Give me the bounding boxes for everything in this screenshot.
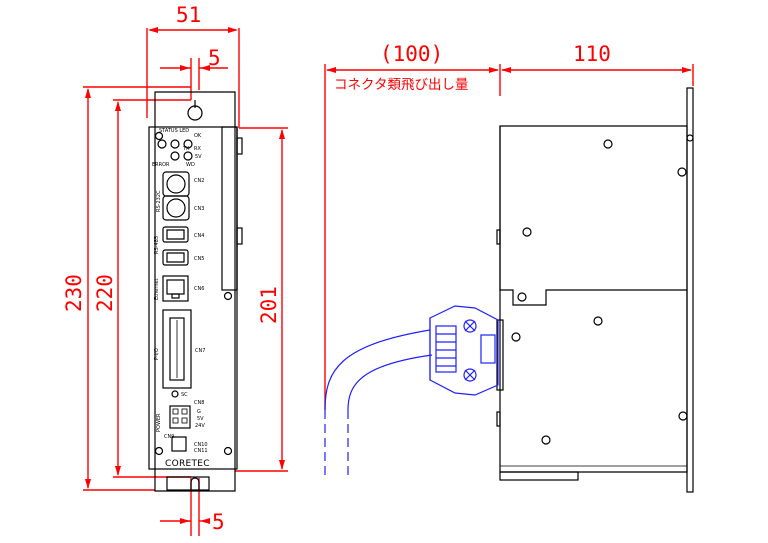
side-view: [496, 87, 694, 493]
pio-connector: [162, 309, 192, 389]
screw-bottom-right: [223, 446, 233, 456]
connector-note: コネクタ類飛び出し量: [334, 77, 468, 93]
side-label-pio: P-I/O: [154, 348, 160, 360]
mounting-plate: [154, 91, 236, 492]
led-label-error: ERROR: [152, 162, 170, 168]
cable-assembly: [324, 305, 499, 480]
screw-bottom-left: [154, 446, 164, 456]
led-label-wd: WD: [186, 162, 195, 168]
port-label-cn10: CN10: [194, 442, 208, 448]
side-mounting-plate: [686, 87, 694, 493]
power-label-g: G: [197, 409, 201, 415]
front-dimensions: 51 5 230 220 201: [62, 3, 288, 536]
port-label-cn7: CN7: [195, 348, 205, 354]
plug-screw-bottom: [463, 368, 477, 382]
screw-top-right: [223, 291, 233, 301]
power-label-24v: 24V: [195, 423, 205, 429]
led-sc: [171, 390, 179, 398]
led-tx: [170, 151, 180, 161]
port-label-cn9: CN9: [164, 434, 174, 440]
status-led-label: STATUS LED: [159, 128, 189, 134]
front-panel: [148, 126, 238, 470]
dim-width: 51: [176, 3, 201, 27]
port-label-cn2: CN2: [194, 178, 204, 184]
port-label-cn5: CN5: [194, 256, 204, 262]
side-label-power: POWER: [156, 413, 162, 432]
led-ok: [157, 139, 167, 149]
rs485-port-1: [162, 226, 189, 243]
side-screws: [511, 134, 694, 445]
power-label-5v: 5V: [197, 416, 204, 422]
ethernet-port: [162, 275, 189, 302]
led-5v: [183, 151, 193, 161]
plug-screw-top: [463, 319, 477, 333]
dim-height-mount: 220: [93, 274, 117, 312]
cable-outer: [324, 329, 431, 411]
side-label-ethernet: Ethernet: [154, 278, 160, 300]
port-label-cn4: CN4: [194, 233, 204, 239]
rs232c-port-2: [162, 195, 190, 221]
screw-top-left: [154, 131, 164, 141]
dim-bottom-offset: 5: [212, 510, 225, 534]
dim-depth: 110: [573, 42, 611, 66]
led-label-ok: OK: [194, 133, 202, 139]
dim-height-body: 201: [257, 286, 281, 324]
brand-label: CORETEC: [165, 459, 210, 469]
port-label-cn6: CN6: [194, 286, 204, 292]
port-cn11: [171, 436, 187, 452]
rs485-port-2: [162, 249, 189, 266]
side-dimensions: (100) 110 コネクタ類飛び出し量: [324, 42, 694, 410]
connector-plug: [429, 305, 499, 396]
led-rx: [183, 139, 193, 149]
led-error: [170, 139, 180, 149]
front-view: STATUS LED OK ERROR RX TX 5V WD CN2 CN3 …: [148, 91, 243, 492]
port-label-cn8: CN8: [194, 400, 204, 406]
dim-connector-projection: (100): [380, 42, 443, 66]
dim-top-offset: 5: [208, 46, 221, 70]
top-keyhole: [187, 105, 203, 121]
led-label-rx: RX: [194, 146, 201, 152]
side-label-rs232c: RS-232C: [156, 190, 162, 212]
side-label-rs485: RS-485: [154, 236, 160, 254]
led-label-5v: 5V: [195, 154, 202, 160]
cable-inner: [347, 354, 433, 411]
side-body: [499, 125, 688, 473]
power-terminal: [169, 405, 191, 429]
dim-height-total: 230: [62, 274, 86, 312]
port-label-cn3: CN3: [194, 206, 204, 212]
led-label-tx: TX: [182, 146, 190, 152]
port-label-cn11: CN11: [194, 448, 208, 454]
led-label-sc: SC: [181, 392, 188, 398]
